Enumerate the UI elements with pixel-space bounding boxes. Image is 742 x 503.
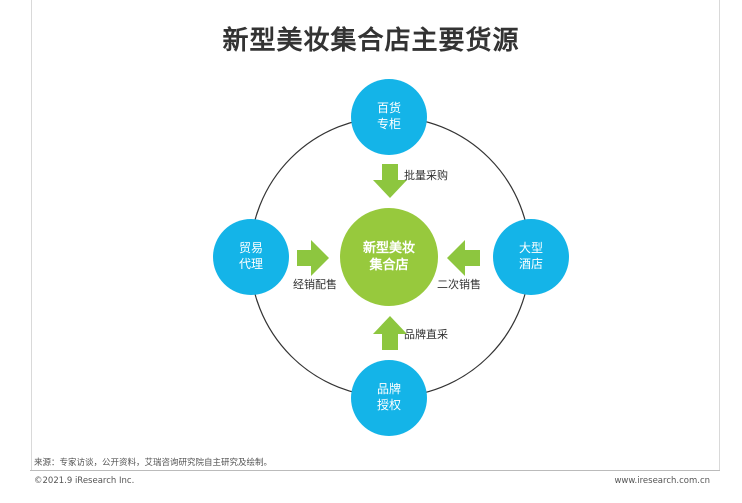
page-title: 新型美妆集合店主要货源 — [222, 26, 520, 56]
arrow-right — [447, 240, 480, 276]
center-circle — [340, 208, 438, 306]
website-text: www.iresearch.com.cn — [614, 476, 710, 486]
node-right-circle — [493, 219, 569, 295]
footer-divider — [30, 470, 720, 471]
flow-label-right: 二次销售 — [437, 277, 481, 291]
arrow-top — [373, 164, 407, 198]
node-bottom-line2: 授权 — [377, 397, 401, 412]
node-bottom-line1: 品牌 — [377, 382, 401, 396]
flow-label-bottom: 品牌直采 — [404, 327, 448, 341]
source-note: 来源：专家访谈，公开资料，艾瑞咨询研究院自主研究及绘制。 — [34, 458, 273, 468]
arrow-left — [297, 240, 329, 276]
flow-label-top: 批量采购 — [404, 168, 448, 182]
node-top-circle — [351, 79, 427, 155]
node-left-line1: 贸易 — [239, 241, 263, 255]
node-left-line2: 代理 — [239, 257, 263, 271]
node-left-circle — [213, 219, 289, 295]
node-top-line2: 专柜 — [377, 116, 401, 131]
arrow-bottom — [373, 316, 407, 350]
node-right-line1: 大型 — [519, 241, 543, 255]
left-border-line — [31, 0, 32, 470]
right-border-line — [719, 0, 720, 470]
center-label-line2: 集合店 — [368, 257, 408, 273]
flow-label-left: 经销配售 — [293, 277, 337, 291]
copyright-text: ©2021.9 iResearch Inc. — [34, 476, 135, 486]
node-bottom-circle — [351, 360, 427, 436]
node-right-line2: 酒店 — [519, 257, 543, 271]
node-top-line1: 百货 — [377, 100, 401, 115]
center-label-line1: 新型美妆 — [363, 240, 415, 256]
